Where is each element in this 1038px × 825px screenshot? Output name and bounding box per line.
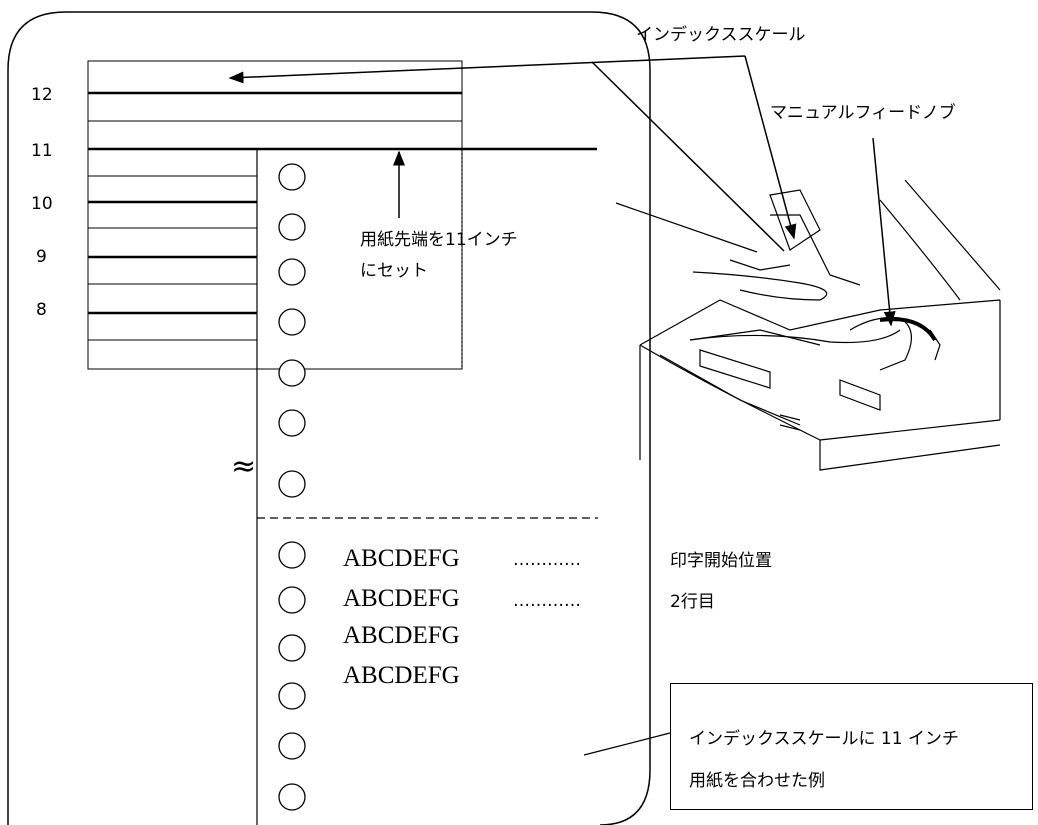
sample-line-3: ABCDEFG (343, 622, 460, 649)
leader-dots-2: ………… (513, 591, 581, 611)
manual-feed-knob-leader (872, 137, 896, 327)
scale-number-10: 10 (31, 194, 53, 214)
scale-number-11: 11 (31, 141, 53, 161)
tractor-hole (278, 258, 306, 286)
sample-line-1: ABCDEFG (343, 545, 460, 572)
caption-leader (583, 732, 671, 756)
sample-line-2: ABCDEFG (343, 585, 460, 612)
manual-feed-knob-label: マニュアルフィードノブ (770, 102, 956, 123)
print-start-label: 印字開始位置 (670, 551, 772, 571)
second-line-label: 2行目 (670, 592, 715, 612)
tractor-hole (278, 586, 306, 614)
leader-dots-1: ………… (513, 550, 581, 570)
break-mark: ≈ (231, 449, 256, 484)
tractor-hole (278, 409, 306, 437)
index-scale-leader (228, 55, 797, 252)
tractor-hole (278, 682, 306, 710)
set-paper-label-line1: 用紙先端を11インチ (360, 230, 518, 250)
scale-number-9: 9 (36, 247, 47, 267)
tractor-hole (278, 634, 306, 662)
tractor-hole (278, 541, 306, 569)
tractor-hole (278, 359, 306, 387)
index-scale-table (87, 60, 597, 370)
tractor-hole (278, 470, 306, 498)
scale-number-12: 12 (31, 85, 53, 105)
tractor-holes (278, 163, 306, 811)
caption-line-2: 用紙を合わせた例 (689, 771, 825, 791)
index-scale-label: インデックススケール (636, 24, 806, 45)
sample-line-4: ABCDEFG (343, 662, 460, 689)
caption-line-1: インデックススケールに 11 インチ (689, 729, 959, 749)
tractor-hole (278, 213, 306, 241)
caption-box: インデックススケールに 11 インチ 用紙を合わせた例 (670, 683, 1033, 810)
tractor-hole (278, 163, 306, 191)
frame-outline (7, 11, 651, 825)
set-paper-label-line2: にセット (360, 261, 428, 281)
scale-number-8: 8 (36, 300, 47, 320)
tractor-hole (278, 308, 306, 336)
printer-illustration (615, 179, 1001, 471)
tractor-hole (278, 732, 306, 760)
tractor-hole (278, 783, 306, 811)
